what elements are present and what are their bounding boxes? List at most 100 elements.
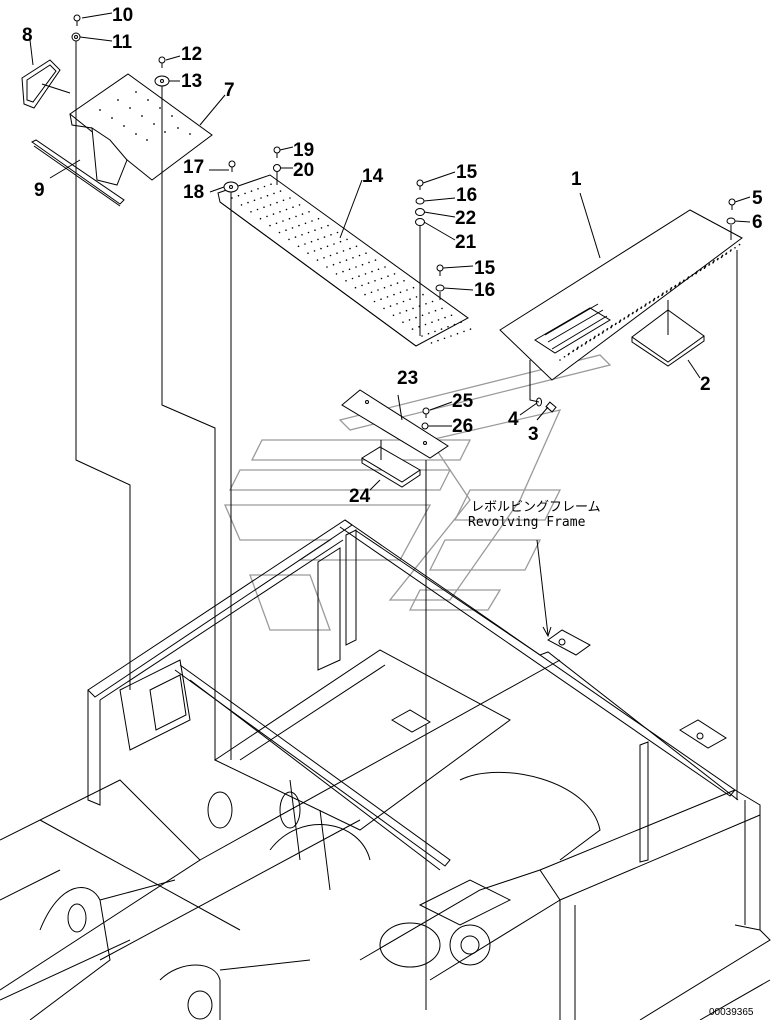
perforation-dot xyxy=(364,293,366,296)
callout-14: 14 xyxy=(362,166,384,187)
part-23-plate xyxy=(341,389,449,459)
perforation-dot xyxy=(669,289,672,291)
watermark-logo xyxy=(224,354,612,631)
perforation-dot xyxy=(563,356,566,358)
perforation-dot xyxy=(678,283,680,286)
bolt-15b xyxy=(436,264,444,276)
perforation-dot xyxy=(421,335,423,337)
perforation-dot xyxy=(699,269,702,272)
perforation-dot xyxy=(406,289,408,291)
perforation-dot xyxy=(738,243,741,246)
perforation-dot xyxy=(269,204,272,206)
part-14-plate xyxy=(217,174,472,347)
perforation-dot xyxy=(298,204,301,206)
perforation-dot xyxy=(352,257,354,259)
perforation-dot xyxy=(374,259,377,261)
part-1-plate xyxy=(499,209,743,381)
perforation-dot xyxy=(285,208,288,211)
perforation-dot xyxy=(434,309,437,312)
perforation-dot xyxy=(275,222,278,225)
perforation-dot xyxy=(361,263,364,266)
perforation-dot xyxy=(368,261,370,264)
perforation-dot xyxy=(282,220,284,222)
perforation-dot xyxy=(266,194,269,197)
callout-1: 1 xyxy=(571,169,582,190)
perforation-dot xyxy=(431,321,433,324)
perforation-dot xyxy=(354,286,357,289)
perforation-dot xyxy=(291,227,294,229)
perforation-dot xyxy=(614,323,617,326)
perforation-dot xyxy=(342,270,344,273)
washer-21 xyxy=(415,218,425,226)
perforation-dot xyxy=(269,224,271,227)
perforation-dot xyxy=(444,316,446,319)
leader-lines xyxy=(29,12,751,638)
perforation-dot xyxy=(339,261,341,264)
perforation-dot xyxy=(308,211,310,213)
perforation-dot xyxy=(326,266,328,268)
perforation-dot xyxy=(370,291,373,294)
perforation-dot xyxy=(278,231,281,234)
perforation-dot xyxy=(716,258,719,261)
perforation-dot xyxy=(310,240,313,243)
perforation-dot xyxy=(597,334,600,337)
perforation-dot xyxy=(695,272,697,275)
perforation-dot xyxy=(729,250,732,252)
perforation-dot xyxy=(734,247,736,249)
perforation-dot xyxy=(424,323,427,326)
bolt-5 xyxy=(728,198,736,210)
callout-12: 12 xyxy=(181,44,202,65)
perforation-dot xyxy=(373,300,376,303)
bolt-15a xyxy=(416,179,424,190)
perforation-dot xyxy=(430,342,433,344)
perforation-dot xyxy=(453,323,456,326)
perforation-dot xyxy=(627,316,629,318)
part-7-cover xyxy=(69,73,213,186)
perforation-dot xyxy=(623,318,625,320)
nut-26 xyxy=(421,422,429,430)
perforation-dot xyxy=(463,330,465,333)
perforation-dot xyxy=(384,266,386,268)
note-japanese: レボルビングフレーム xyxy=(471,500,601,515)
perforation-dot xyxy=(393,273,396,275)
perforation-dot xyxy=(260,197,262,199)
perforation-dot xyxy=(336,231,339,234)
perforation-dot xyxy=(440,328,443,330)
perforation-dot xyxy=(584,343,587,345)
perforation-dot xyxy=(326,245,329,248)
perforation-dot xyxy=(365,252,367,254)
assembly-lines xyxy=(75,41,738,1010)
perforation-dot xyxy=(411,328,414,330)
perforation-dot xyxy=(421,314,424,317)
callout-8: 8 xyxy=(22,25,33,46)
perforation-dot xyxy=(686,278,689,280)
frame-note: レボルビングフレーム Revolving Frame xyxy=(468,500,601,530)
perforation-dot xyxy=(441,307,443,310)
perforation-dot xyxy=(285,229,287,231)
perforation-dot xyxy=(415,316,417,319)
perforation-dot xyxy=(644,305,646,307)
perforation-dot xyxy=(259,217,262,220)
perforation-dot xyxy=(364,273,367,275)
callout-5: 5 xyxy=(752,188,763,209)
perforation-dot xyxy=(361,284,363,287)
perforation-dot xyxy=(402,321,404,324)
perforation-dot xyxy=(367,282,370,284)
perforation-dot xyxy=(272,213,275,215)
perforation-dot xyxy=(415,296,418,298)
perforation-dot xyxy=(434,330,436,333)
perforation-dot xyxy=(355,245,358,248)
perforation-dot xyxy=(348,268,351,271)
perforation-dot xyxy=(652,299,655,302)
perforation-dot xyxy=(314,229,316,231)
perforation-dot xyxy=(725,253,727,255)
callout-6: 6 xyxy=(752,212,763,233)
perforation-dot xyxy=(567,353,570,356)
perforation-dot xyxy=(635,310,638,313)
perforation-dot xyxy=(408,319,411,321)
callout-16b: 16 xyxy=(474,280,495,301)
perforation-dot xyxy=(380,277,383,280)
perforation-dot xyxy=(323,257,325,259)
part-24-pad xyxy=(361,446,421,488)
